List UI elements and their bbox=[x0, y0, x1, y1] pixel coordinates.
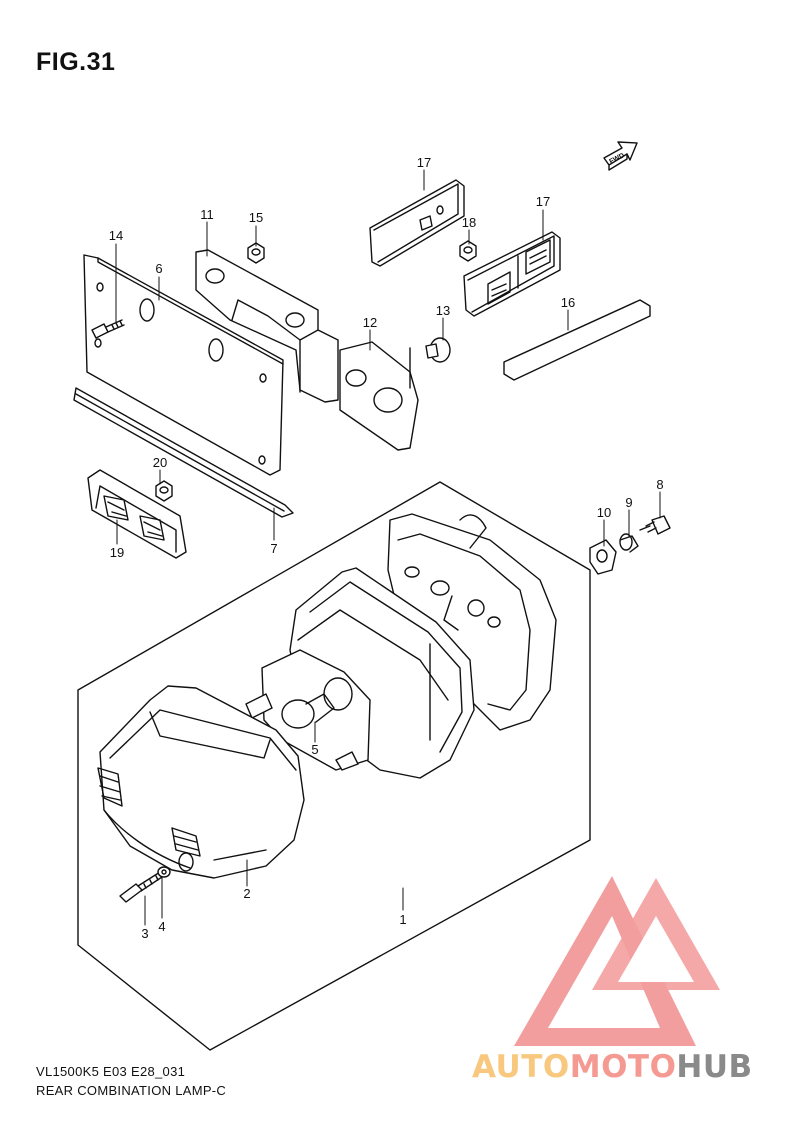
brand-logo-icon bbox=[514, 876, 720, 1046]
brand-part-auto: AUTO bbox=[472, 1049, 570, 1085]
callout-17-side: 17 bbox=[536, 194, 550, 209]
brand-watermark: AUTOMOTOHUB bbox=[472, 1049, 753, 1085]
callout-15: 15 bbox=[249, 210, 263, 225]
assembly-frame bbox=[77, 481, 591, 1051]
callout-9: 9 bbox=[625, 495, 632, 510]
callout-10: 10 bbox=[597, 505, 611, 520]
callout-3: 3 bbox=[141, 926, 148, 941]
lamp-lens-part bbox=[97, 685, 305, 879]
callout-5: 5 bbox=[311, 742, 318, 757]
nut-20-part bbox=[155, 480, 173, 502]
leader-lines bbox=[115, 169, 661, 926]
reflector-19-part bbox=[87, 469, 187, 559]
callout-20: 20 bbox=[153, 455, 167, 470]
collar-9-part bbox=[619, 533, 639, 553]
nut-18-part bbox=[459, 240, 477, 262]
callout-11: 11 bbox=[200, 207, 214, 222]
callout-16: 16 bbox=[561, 295, 575, 310]
grommet-10-part bbox=[589, 539, 617, 575]
mounting-bracket-11-part bbox=[195, 249, 339, 403]
washer-4-part bbox=[157, 866, 171, 878]
brand-part-moto: MOTO bbox=[569, 1049, 677, 1085]
bulb-5-part bbox=[281, 693, 335, 729]
nut-15-part bbox=[247, 242, 265, 264]
brand-part-hub: HUB bbox=[676, 1049, 753, 1085]
callout-12: 12 bbox=[363, 315, 377, 330]
callout-14: 14 bbox=[109, 228, 123, 243]
callout-4: 4 bbox=[158, 919, 165, 934]
caption-block: VL1500K5 E03 E28_031 REAR COMBINATION LA… bbox=[36, 1062, 226, 1100]
callout-6: 6 bbox=[155, 261, 162, 276]
reflector-17-side-part bbox=[463, 231, 561, 317]
callout-8: 8 bbox=[656, 477, 663, 492]
callout-13: 13 bbox=[436, 303, 450, 318]
reflector-17-upper-part bbox=[369, 179, 465, 267]
callout-7: 7 bbox=[270, 541, 277, 556]
fwd-arrow-icon: FWD bbox=[603, 141, 638, 171]
license-plate-bracket-part bbox=[83, 254, 284, 476]
callout-17-upper: 17 bbox=[417, 155, 431, 170]
section-name: REAR COMBINATION LAMP-C bbox=[36, 1083, 227, 1098]
bolt-8-part bbox=[639, 515, 671, 535]
callout-19: 19 bbox=[110, 545, 124, 560]
bolt-14-part bbox=[91, 319, 125, 339]
callout-18: 18 bbox=[462, 215, 476, 230]
callout-1: 1 bbox=[399, 912, 406, 927]
tape-strip-16-part bbox=[503, 299, 651, 381]
screw-13-part bbox=[425, 337, 451, 363]
figure-title: FIG.31 bbox=[36, 48, 116, 76]
screw-3-part bbox=[119, 871, 163, 903]
rubber-strip-7-part bbox=[73, 387, 294, 518]
reflector-plate-12-part bbox=[339, 341, 419, 451]
model-code: VL1500K5 E03 E28_031 bbox=[36, 1064, 186, 1079]
callout-2: 2 bbox=[243, 886, 250, 901]
